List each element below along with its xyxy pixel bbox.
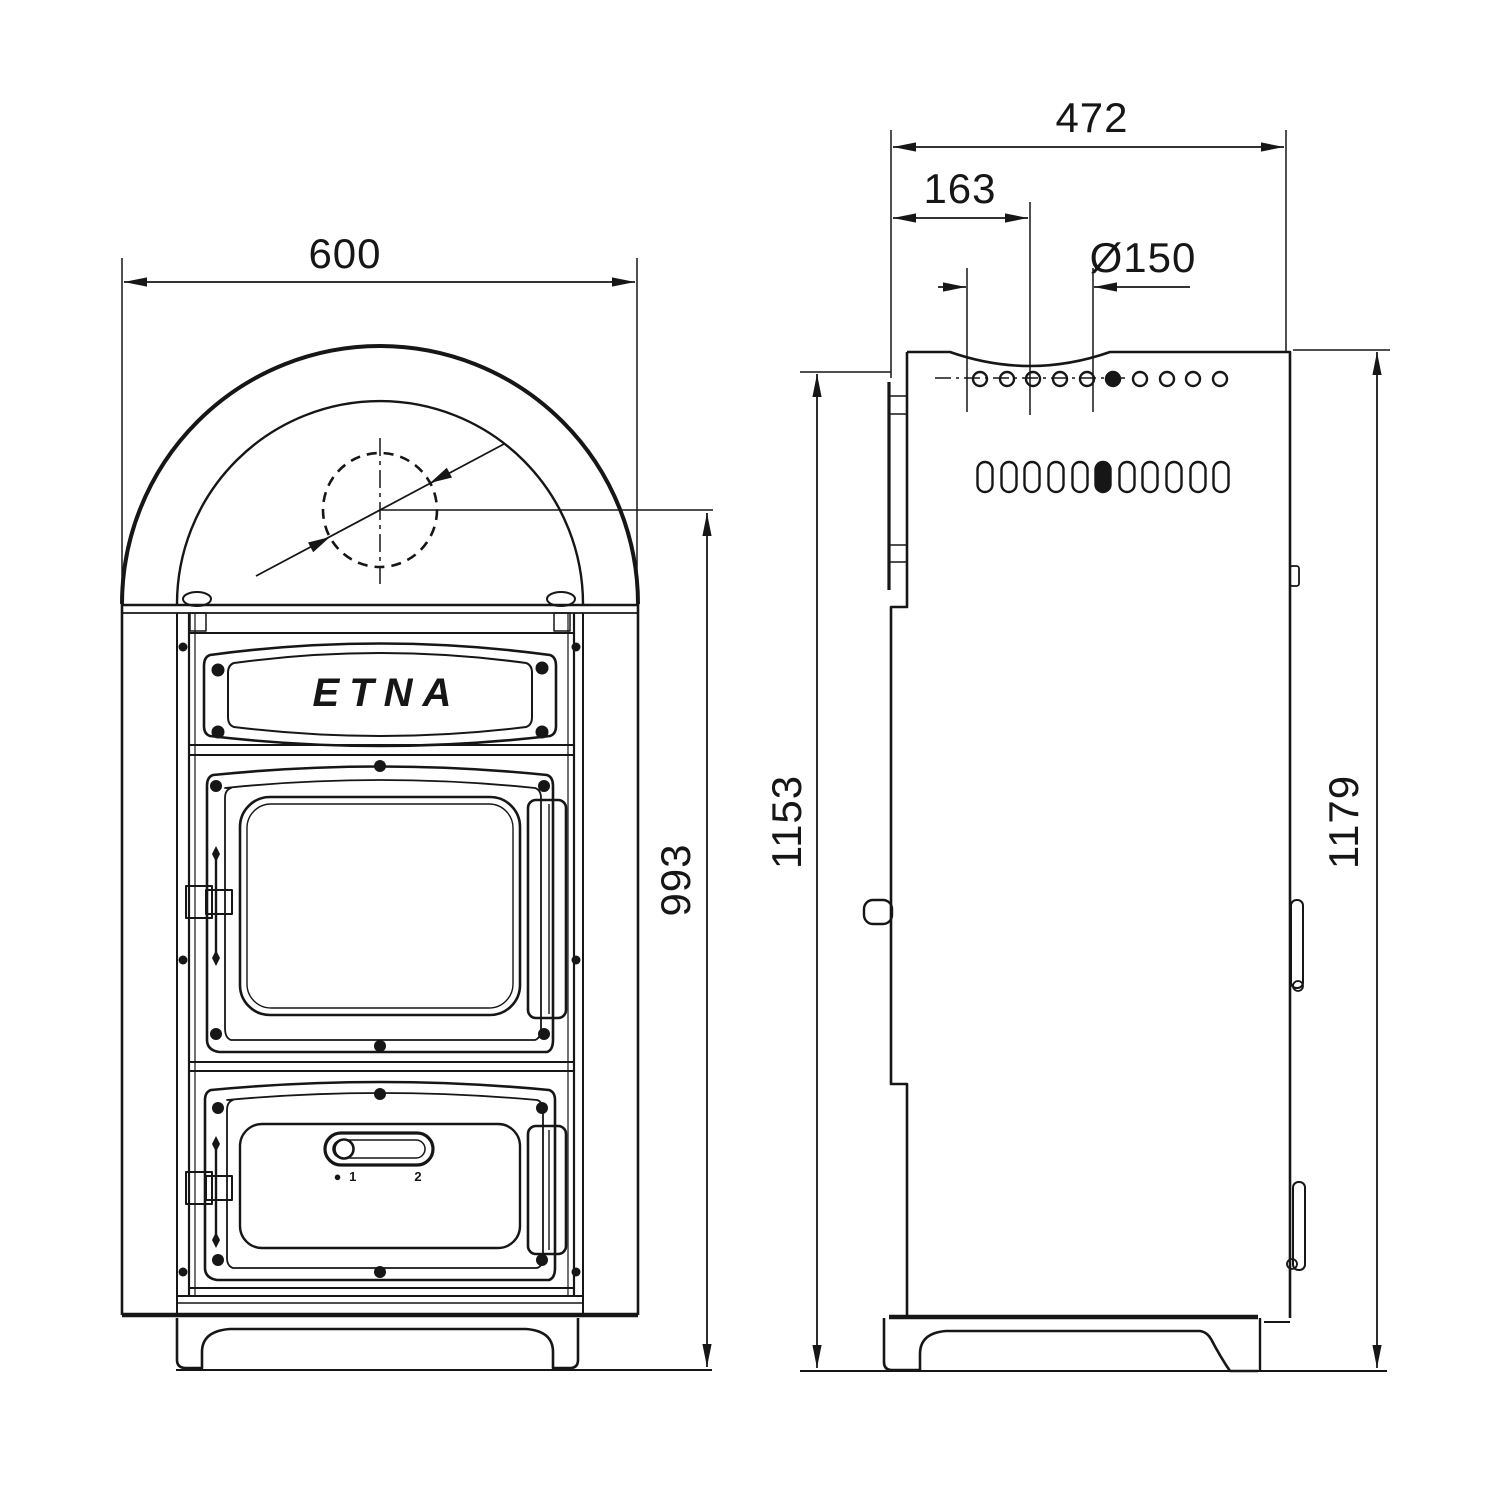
side-door-pivot-knob <box>862 898 894 926</box>
brand-nameplate-text: ETNA <box>313 671 462 715</box>
front-view: ETNA <box>120 344 712 1371</box>
air-slider[interactable] <box>323 1131 435 1167</box>
front-feet <box>175 1318 712 1371</box>
dimension-front-width: 600 <box>121 230 638 596</box>
dimension-flue-offset: 163 <box>893 165 1031 415</box>
side-hinge-strip <box>887 382 907 590</box>
side-vent-slots <box>976 460 1230 494</box>
dimension-side-depth: 472 <box>890 94 1287 378</box>
dim-total-height-label: 1179 <box>1320 775 1367 869</box>
fire-door <box>185 760 568 1054</box>
side-body-outline <box>889 350 1292 1371</box>
top-vent-holes <box>971 370 1229 388</box>
dimension-total-height: 1179 <box>1293 349 1390 1368</box>
rear-fittings <box>1286 565 1306 1271</box>
dimension-recess-height: 1153 <box>763 371 891 1368</box>
dim-flue-offset-label: 163 <box>923 165 996 212</box>
front-panel <box>122 613 638 1318</box>
ash-door-handle[interactable] <box>526 1124 568 1256</box>
air-slider-mark-left: ● 1 <box>334 1169 359 1184</box>
dim-side-depth-label: 472 <box>1055 94 1128 141</box>
dimension-flue-diameter: Ø150 <box>938 234 1197 412</box>
dim-flue-centre-height-label: 993 <box>652 843 699 916</box>
dimensions: 600 993 472 163 Ø150 <box>121 94 1390 1372</box>
fire-door-hinge <box>185 846 233 966</box>
dimension-flue-centre-height: 993 <box>380 509 713 1367</box>
dim-flue-diameter-label: Ø150 <box>1090 234 1197 281</box>
nameplate-panel: ETNA <box>202 642 558 748</box>
panel-edge-bolts <box>178 642 581 1277</box>
side-feet <box>882 1318 1258 1373</box>
fire-door-handle[interactable] <box>526 798 568 1020</box>
hinge-pivot-caps <box>182 591 576 632</box>
dim-recess-height-label: 1153 <box>763 775 810 869</box>
ash-door: ● 1 2 <box>185 1080 568 1282</box>
dim-front-width-label: 600 <box>308 230 381 277</box>
fire-door-window <box>238 795 522 1017</box>
side-columns <box>120 604 640 1315</box>
ash-door-hinge <box>185 1136 233 1248</box>
side-view <box>862 350 1306 1373</box>
flue-circle <box>255 438 505 588</box>
air-slider-mark-right: 2 <box>414 1169 423 1184</box>
